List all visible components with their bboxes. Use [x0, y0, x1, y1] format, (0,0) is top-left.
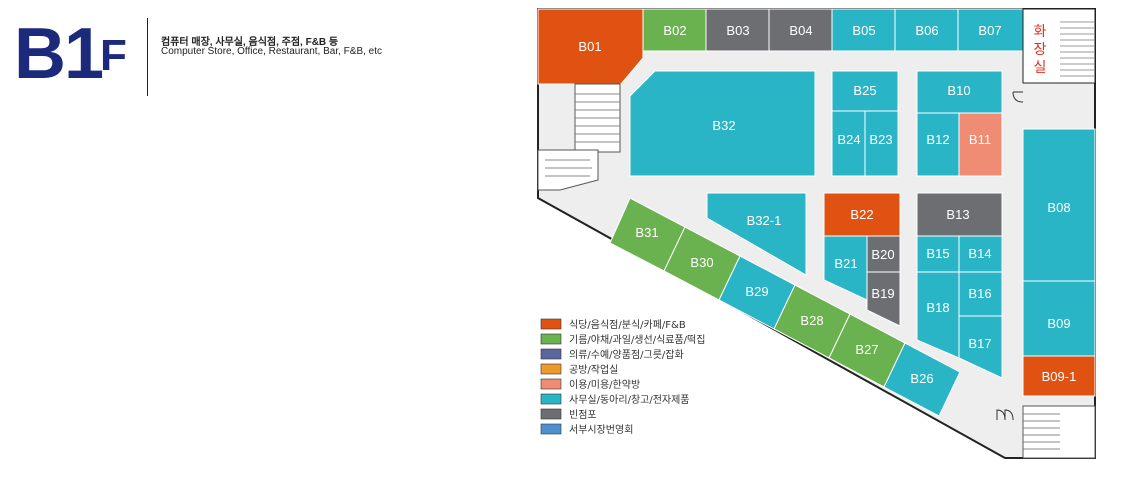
legend-swatch	[540, 393, 562, 405]
label-b02: B02	[663, 23, 686, 38]
restroom-label-3: 실	[1034, 60, 1047, 76]
east-stairs	[1022, 405, 1096, 459]
label-b07: B07	[978, 23, 1001, 38]
label-b12: B12	[926, 132, 949, 147]
legend-label: 빈점포	[569, 409, 597, 421]
unit-b02[interactable]	[642, 8, 707, 52]
label-b29: B29	[745, 284, 768, 299]
unit-b08[interactable]	[1022, 128, 1096, 282]
legend-swatch	[540, 423, 562, 435]
legend: 식당/음식점/분식/카페/F&B 기름/야채/과일/생선/식료품/떡집의류/수예/…	[540, 318, 705, 436]
label-b22: B22	[850, 207, 873, 222]
west-stairs	[537, 83, 621, 191]
legend-label: 식당/음식점/분식/카페/F&B	[569, 319, 686, 331]
label-b23: B23	[869, 132, 892, 147]
unit-b01[interactable]	[537, 8, 644, 85]
label-b19: B19	[871, 286, 894, 301]
legend-label: 의류/수예/양품점/그릇/잡화	[569, 349, 684, 361]
title-divider	[147, 18, 148, 96]
unit-b19[interactable]	[866, 271, 901, 327]
legend-swatch	[540, 348, 562, 360]
label-b26: B26	[910, 371, 933, 386]
label-b10: B10	[947, 83, 970, 98]
label-b27: B27	[855, 342, 878, 357]
floor-suffix: F	[100, 31, 127, 80]
unit-b17[interactable]	[958, 315, 1003, 379]
label-b31: B31	[635, 225, 658, 240]
label-b21: B21	[834, 256, 857, 271]
label-b09-1: B09-1	[1042, 369, 1077, 384]
unit-b23[interactable]	[864, 110, 899, 177]
restroom-label-1: 화	[1034, 24, 1047, 40]
legend-label: 공방/작업실	[569, 363, 618, 376]
legend-swatch	[540, 378, 562, 390]
label-b13: B13	[946, 207, 969, 222]
label-b24: B24	[837, 132, 860, 147]
label-b17: B17	[968, 336, 991, 351]
label-b01: B01	[578, 39, 601, 54]
legend-label: 기름/야채/과일/생선/식료품/떡집	[569, 334, 705, 346]
legend-swatch	[540, 408, 562, 420]
label-b15: B15	[926, 246, 949, 261]
door-marks	[996, 91, 1024, 421]
unit-b14[interactable]	[958, 235, 1003, 273]
restroom-label-2: 장	[1034, 42, 1047, 58]
unit-b09-1[interactable]	[1022, 355, 1096, 397]
restroom-stairs	[1060, 21, 1095, 77]
unit-b10[interactable]	[916, 70, 1003, 114]
label-b14: B14	[968, 246, 991, 261]
subtitle-korean: 컴퓨터 매장, 사무실, 음식점, 주점, F&B 등	[161, 37, 339, 48]
subtitle-english: Computer Store, Office, Restaurant, Bar,…	[161, 46, 383, 57]
unit-b32[interactable]	[629, 70, 816, 177]
unit-b04[interactable]	[768, 8, 833, 52]
label-b05: B05	[852, 23, 875, 38]
unit-b25[interactable]	[831, 70, 899, 112]
label-b18: B18	[926, 300, 949, 315]
unit-b16[interactable]	[958, 271, 1003, 317]
label-b11: B11	[969, 132, 991, 147]
label-b32-1: B32-1	[747, 213, 782, 228]
legend-label: 이용/미용/한약방	[569, 379, 640, 391]
legend-swatch	[540, 363, 562, 375]
unit-b24[interactable]	[831, 110, 866, 177]
label-b09: B09	[1047, 316, 1070, 331]
floor-number: B1	[14, 14, 104, 94]
unit-b06[interactable]	[894, 8, 959, 52]
unit-b20[interactable]	[866, 235, 901, 273]
label-b03: B03	[726, 23, 749, 38]
unit-b11[interactable]	[958, 112, 1003, 177]
label-b32: B32	[712, 118, 735, 133]
legend-swatch	[540, 333, 562, 345]
unit-b09[interactable]	[1022, 280, 1096, 357]
legend-label: 사무실/동아리/창고/전자제품	[569, 394, 690, 406]
label-b25: B25	[853, 83, 876, 98]
unit-b22[interactable]	[823, 192, 901, 237]
unit-b12[interactable]	[916, 112, 960, 177]
label-b30: B30	[690, 255, 713, 270]
legend-swatch	[540, 318, 562, 330]
label-b20: B20	[871, 247, 894, 262]
label-b16: B16	[968, 286, 991, 301]
unit-b32-1[interactable]	[706, 192, 807, 276]
label-b04: B04	[789, 23, 812, 38]
legend-label: 서부시장번영회	[569, 424, 633, 436]
label-b08: B08	[1047, 200, 1070, 215]
label-b06: B06	[915, 23, 938, 38]
unit-b26[interactable]	[883, 342, 961, 417]
label-b28: B28	[800, 313, 823, 328]
